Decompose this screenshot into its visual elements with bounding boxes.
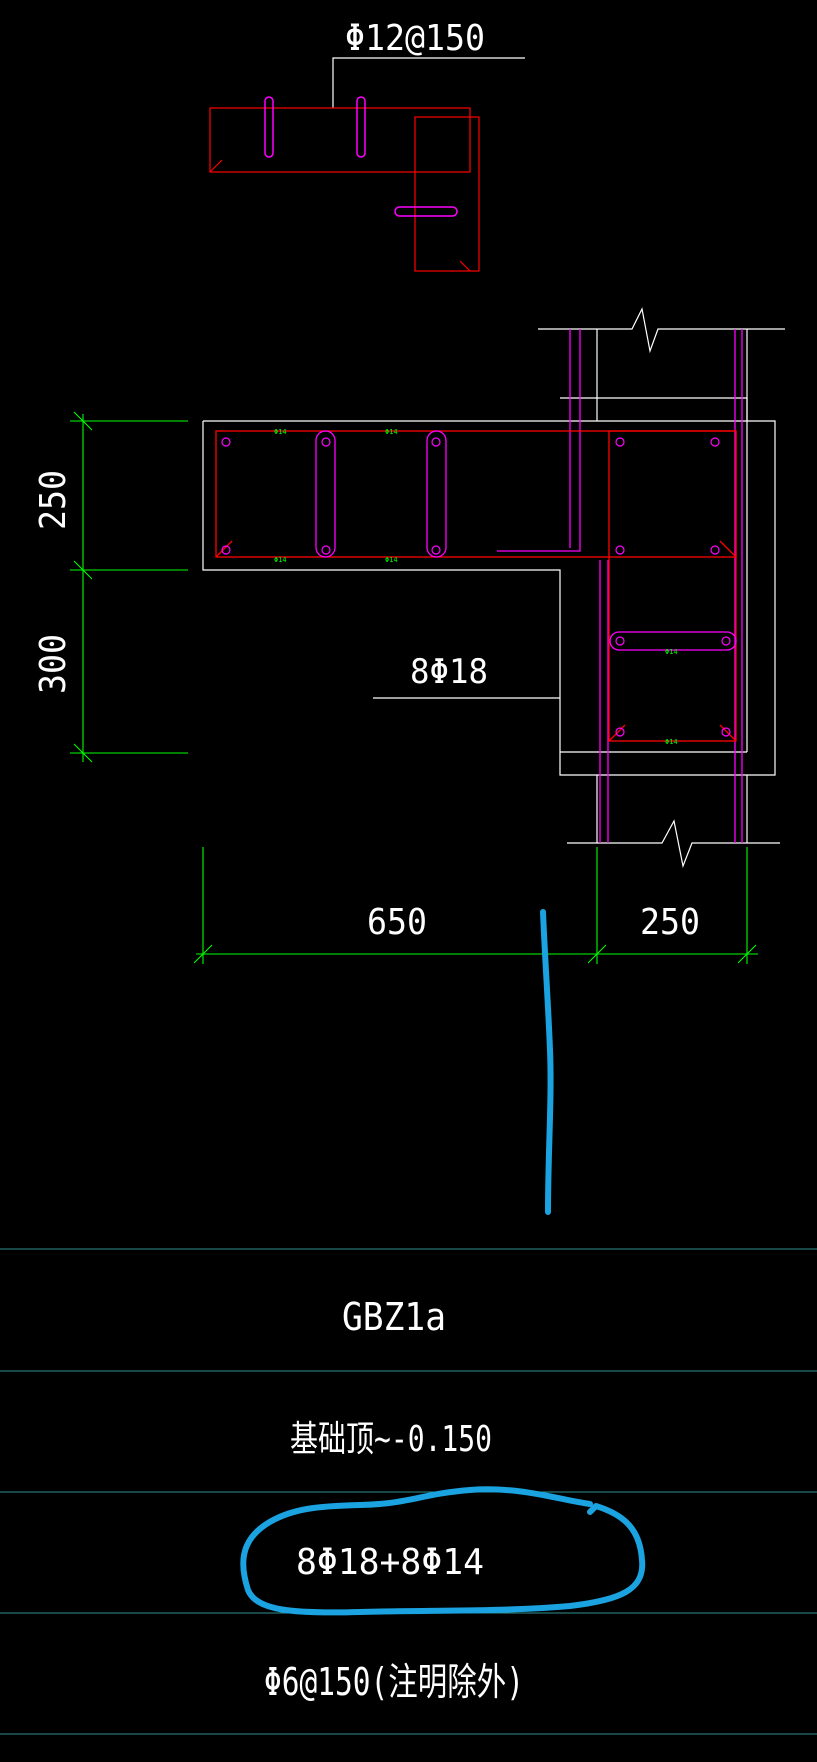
rebar bbox=[615, 727, 625, 737]
dimension-texts: 250 300 650 250 bbox=[33, 470, 700, 943]
rebar bbox=[321, 545, 331, 555]
break-line-top bbox=[538, 307, 785, 354]
top-stirrup-detail: Φ12@150 bbox=[209, 18, 525, 272]
dim-tick-1 bbox=[73, 411, 93, 431]
dim-left-top: 250 bbox=[33, 470, 74, 530]
rebar bbox=[615, 545, 625, 555]
rebar bbox=[615, 636, 625, 646]
tie-marks: Φ14 Φ14 Φ14 Φ14 Φ14 Φ14 bbox=[274, 428, 678, 746]
dim-tick-6 bbox=[737, 944, 757, 964]
dimensions bbox=[70, 411, 758, 964]
dim-bottom-right: 250 bbox=[640, 902, 700, 943]
callout-leader-top bbox=[332, 57, 525, 108]
stirrup-horizontal bbox=[215, 430, 737, 558]
rebar-group bbox=[221, 437, 731, 737]
tie-mark: Φ14 bbox=[274, 428, 287, 436]
rebar bbox=[431, 545, 441, 555]
hand-drawn-line bbox=[540, 909, 554, 1215]
hand-drawn-circle bbox=[240, 1486, 646, 1616]
section-outline bbox=[202, 420, 776, 776]
stirrup-vertical bbox=[608, 430, 737, 742]
tie-mark: Φ14 bbox=[274, 556, 287, 564]
stirrup-hook-c bbox=[608, 724, 626, 742]
main-rebar-callout: 8Φ18 bbox=[410, 652, 488, 692]
rebar bbox=[321, 437, 331, 447]
dim-tick-3 bbox=[73, 743, 93, 763]
dim-bottom-left: 650 bbox=[367, 902, 427, 943]
info-table: GBZ1a 基础顶~-0.150 8Φ18+8Φ14 Φ6@150(注明除外) bbox=[0, 1248, 817, 1735]
stirrup-callout: Φ12@150 bbox=[345, 18, 485, 59]
rebar bbox=[431, 437, 441, 447]
wall-hook bbox=[497, 548, 581, 552]
stirrup-hook-a bbox=[215, 540, 233, 558]
top-tie-3 bbox=[394, 206, 458, 217]
rebar bbox=[710, 437, 720, 447]
rebar bbox=[721, 727, 731, 737]
tie-mark: Φ14 bbox=[385, 428, 398, 436]
dim-tick-4 bbox=[193, 944, 213, 964]
tie-mark: Φ14 bbox=[665, 738, 678, 746]
top-stirrup-vertical bbox=[414, 116, 480, 272]
tie-3 bbox=[609, 631, 737, 651]
rebar bbox=[221, 437, 231, 447]
row-label: GBZ1a bbox=[342, 1295, 446, 1339]
top-tie-1 bbox=[264, 96, 274, 158]
break-line-bottom bbox=[567, 819, 780, 869]
dim-tick-5 bbox=[587, 944, 607, 964]
top-stirrup-horizontal bbox=[209, 107, 471, 173]
rebar bbox=[221, 545, 231, 555]
row-stirrup: Φ6@150(注明除外) bbox=[264, 1660, 524, 1704]
dim-left-bottom: 300 bbox=[33, 634, 74, 694]
rebar bbox=[721, 636, 731, 646]
top-hook-1 bbox=[209, 159, 223, 173]
row-longitudinal-rebar: 8Φ18+8Φ14 bbox=[296, 1542, 484, 1583]
row-elevation: 基础顶~-0.150 bbox=[290, 1419, 492, 1460]
main-section: Φ14 Φ14 Φ14 Φ14 Φ14 Φ14 8Φ18 bbox=[202, 307, 785, 869]
tie-1 bbox=[315, 430, 336, 558]
rebar bbox=[615, 437, 625, 447]
dim-tick-2 bbox=[73, 560, 93, 580]
tie-2 bbox=[426, 430, 447, 558]
tie-mark: Φ14 bbox=[385, 556, 398, 564]
stirrup-hook-d bbox=[719, 724, 737, 742]
top-tie-2 bbox=[356, 96, 366, 158]
top-hook-2 bbox=[459, 260, 471, 272]
stirrup-hook-b bbox=[719, 540, 737, 558]
tie-mark: Φ14 bbox=[665, 648, 678, 656]
rebar bbox=[710, 545, 720, 555]
inner-outline-right bbox=[560, 397, 748, 752]
